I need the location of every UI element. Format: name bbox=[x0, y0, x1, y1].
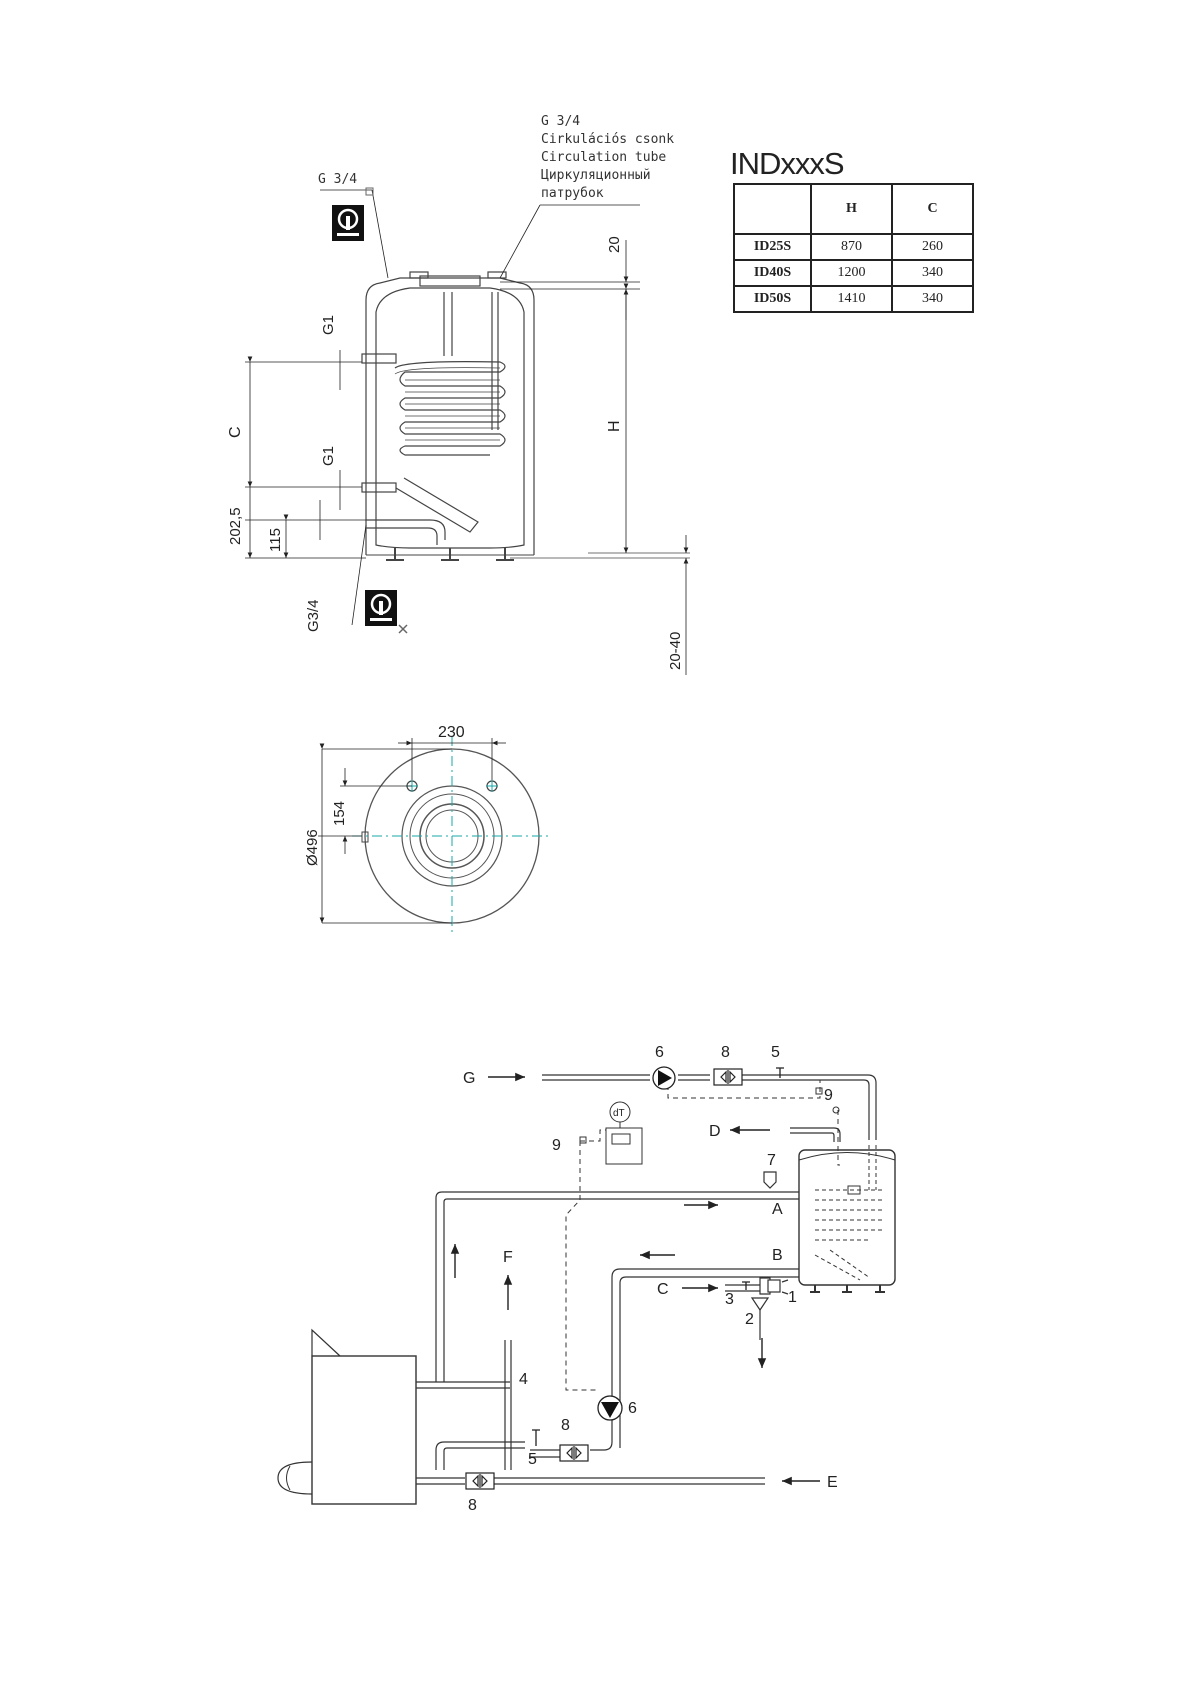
dim-top-label: 20 bbox=[606, 236, 623, 253]
label-6: 6 bbox=[655, 1044, 664, 1061]
safety-valve-icon bbox=[750, 1277, 789, 1312]
dim-202-label: 202,5 bbox=[227, 507, 244, 545]
check-valve-icon bbox=[465, 1472, 495, 1490]
check-valve-icon bbox=[713, 1068, 743, 1086]
dim-230-label: 230 bbox=[438, 724, 465, 741]
spec-model: ID40S bbox=[733, 259, 812, 287]
label-6b: 6 bbox=[628, 1400, 637, 1417]
model-heading: INDxxxS bbox=[730, 146, 845, 181]
dim-c-label: C bbox=[227, 426, 244, 438]
circ-label-4: Циркуляционный bbox=[541, 168, 651, 183]
flow-arrows bbox=[450, 1072, 820, 1486]
sensor-icon bbox=[579, 1087, 840, 1144]
pump-icon bbox=[597, 1395, 623, 1421]
spec-row: ID50S 1410 340 bbox=[733, 285, 974, 313]
spec-row: ID25S 870 260 bbox=[733, 233, 974, 261]
spec-c: 340 bbox=[891, 285, 974, 313]
coil-in-label: G1 bbox=[320, 315, 337, 335]
spec-header-blank bbox=[733, 183, 812, 235]
label-8: 8 bbox=[721, 1044, 730, 1061]
feet-label: 20-40 bbox=[667, 632, 684, 670]
installation-schematic bbox=[277, 1074, 896, 1505]
check-valve-icon bbox=[559, 1444, 589, 1462]
label-g: G bbox=[463, 1070, 475, 1087]
spec-c: 260 bbox=[891, 233, 974, 261]
shutoff-valve-icon bbox=[532, 1067, 784, 1446]
circ-label-5: патрубок bbox=[541, 186, 604, 201]
pump-icon bbox=[652, 1066, 676, 1090]
drain-label: G3/4 bbox=[305, 599, 322, 632]
label-3: 3 bbox=[725, 1291, 734, 1308]
anode-top-label: G 3/4 bbox=[318, 172, 357, 187]
top-view: 230 154 Ø496 bbox=[304, 724, 552, 936]
label-e: E bbox=[827, 1474, 838, 1491]
spec-h: 870 bbox=[810, 233, 893, 261]
label-dt: dT bbox=[613, 1108, 625, 1119]
spec-header-row: H C bbox=[733, 183, 974, 235]
label-7: 7 bbox=[767, 1152, 776, 1169]
label-b: B bbox=[772, 1247, 783, 1264]
label-8c: 8 bbox=[468, 1497, 477, 1514]
spec-h: 1200 bbox=[810, 259, 893, 287]
label-4: 4 bbox=[519, 1371, 528, 1388]
circ-label-1: G 3/4 bbox=[541, 114, 580, 129]
dim-154-label: 154 bbox=[331, 801, 348, 826]
label-9: 9 bbox=[824, 1087, 833, 1104]
dim-dia-label: Ø496 bbox=[304, 829, 321, 866]
side-view bbox=[245, 189, 690, 675]
side-view-labels: G 3/4 Cirkulációs csonk Circulation tube… bbox=[227, 114, 684, 670]
label-a: A bbox=[772, 1201, 783, 1218]
spec-c: 340 bbox=[891, 259, 974, 287]
label-5b: 5 bbox=[528, 1451, 537, 1468]
label-f: F bbox=[503, 1249, 513, 1266]
drain-warning-icon bbox=[365, 590, 408, 634]
spec-model: ID25S bbox=[733, 233, 812, 261]
controller-icon bbox=[605, 1101, 643, 1165]
label-c: C bbox=[657, 1281, 669, 1298]
spec-h: 1410 bbox=[810, 285, 893, 313]
spec-header-h: H bbox=[810, 183, 893, 235]
schematic-labels: G D A B C E F 1 2 3 4 5 5 6 6 7 8 8 8 9 … bbox=[463, 1044, 838, 1514]
coil-out-label: G1 bbox=[320, 446, 337, 466]
label-9b: 9 bbox=[552, 1137, 561, 1154]
spec-row: ID40S 1200 340 bbox=[733, 259, 974, 287]
spec-header-c: C bbox=[891, 183, 974, 235]
anode-warning-icon bbox=[332, 187, 374, 241]
circ-label-3: Circulation tube bbox=[541, 150, 666, 165]
spec-table: H C ID25S 870 260 ID40S 1200 340 ID50S 1… bbox=[733, 183, 974, 313]
label-2: 2 bbox=[745, 1311, 754, 1328]
spec-model: ID50S bbox=[733, 285, 812, 313]
circ-label-2: Cirkulációs csonk bbox=[541, 132, 674, 147]
label-5: 5 bbox=[771, 1044, 780, 1061]
label-8b: 8 bbox=[561, 1417, 570, 1434]
label-1: 1 bbox=[788, 1289, 797, 1306]
air-vent-icon bbox=[763, 1171, 777, 1189]
dim-h-label: H bbox=[606, 420, 623, 432]
dim-115-label: 115 bbox=[267, 528, 284, 552]
label-d: D bbox=[709, 1123, 721, 1140]
